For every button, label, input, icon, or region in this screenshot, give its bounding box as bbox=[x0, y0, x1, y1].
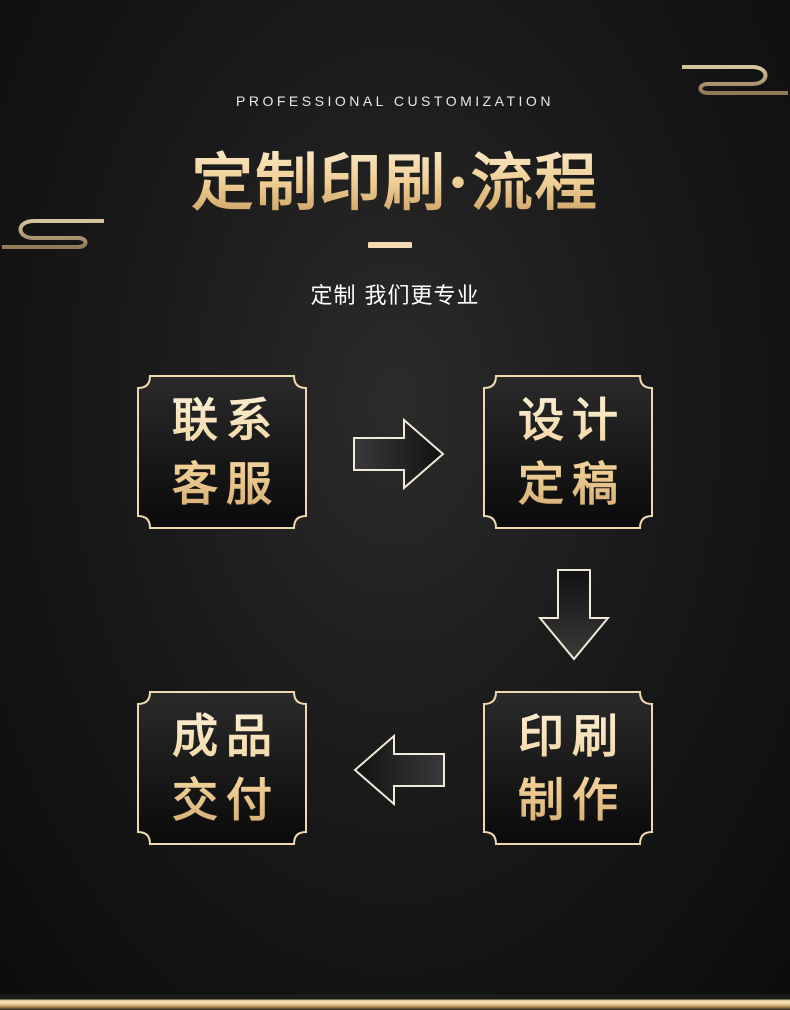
step-frame bbox=[483, 691, 653, 845]
step-label-line1: 联系 bbox=[172, 393, 280, 447]
step-print-production: 印刷 制作 bbox=[482, 690, 654, 846]
arrow-right-icon bbox=[353, 418, 445, 490]
arrow-left-icon bbox=[353, 734, 445, 806]
step-label-line2: 定稿 bbox=[518, 457, 626, 511]
step-frame bbox=[483, 375, 653, 529]
step-label-line2: 交付 bbox=[172, 773, 280, 827]
step-contact-service: 联系 客服 bbox=[136, 374, 308, 530]
page-title: 定制印刷·流程 bbox=[0, 132, 790, 222]
cloud-scroll-icon-left bbox=[2, 219, 104, 249]
step-label-line2: 制作 bbox=[518, 773, 626, 827]
step-frame bbox=[137, 691, 307, 845]
tagline: 定制 我们更专业 bbox=[310, 284, 480, 309]
step-design-finalize: 设计 定稿 bbox=[482, 374, 654, 530]
title-divider bbox=[368, 242, 412, 248]
step-label-line1: 印刷 bbox=[518, 709, 626, 763]
step-label-line2: 客服 bbox=[172, 457, 280, 511]
subtitle-english: PROFESSIONAL CUSTOMIZATION bbox=[236, 93, 554, 109]
step-label-line1: 设计 bbox=[518, 393, 626, 447]
cloud-scroll-icon-right bbox=[682, 65, 788, 95]
step-frame bbox=[137, 375, 307, 529]
arrow-down-icon bbox=[538, 569, 610, 661]
bottom-gold-bar bbox=[0, 994, 790, 1010]
step-label-line1: 成品 bbox=[172, 709, 280, 763]
step-product-delivery: 成品 交付 bbox=[136, 690, 308, 846]
